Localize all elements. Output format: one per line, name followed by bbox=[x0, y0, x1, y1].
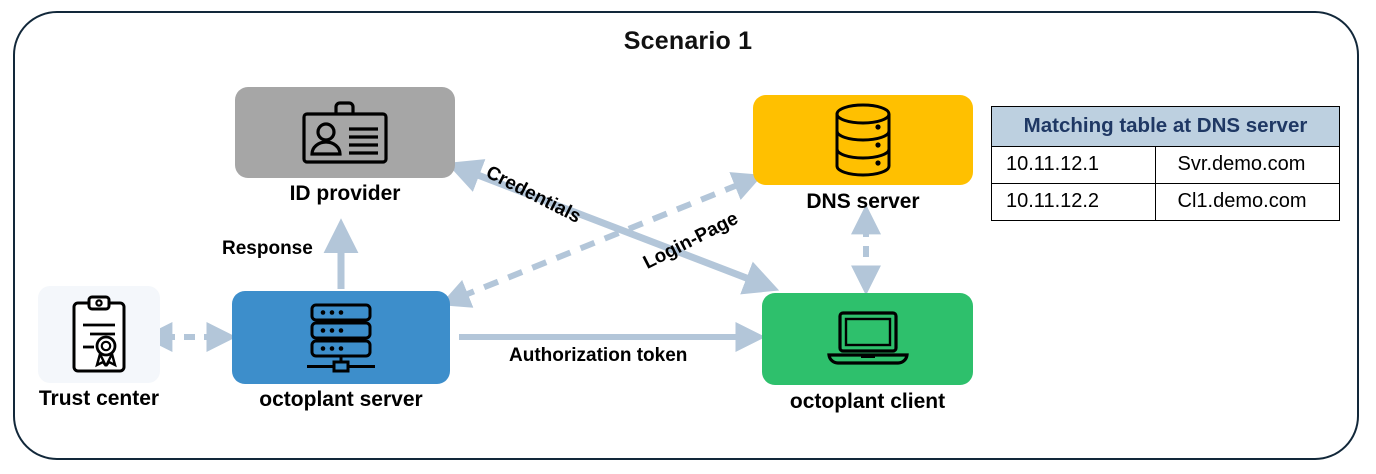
node-trust-center-label: Trust center bbox=[38, 387, 160, 410]
node-octoplant-server-label: octoplant server bbox=[259, 388, 423, 411]
table-header-row: Matching table at DNS server bbox=[991, 106, 1340, 147]
laptop-icon bbox=[826, 311, 909, 365]
node-id-provider-label: ID provider bbox=[289, 182, 401, 205]
matching-table-header: Matching table at DNS server bbox=[991, 106, 1340, 147]
database-cylinder-icon bbox=[835, 103, 891, 177]
node-dns-server-box bbox=[753, 95, 973, 185]
server-rack-icon bbox=[307, 303, 375, 372]
matching-table: Matching table at DNS server 10.11.12.1 … bbox=[991, 106, 1341, 221]
edge-label-authorization-token: Authorization token bbox=[509, 345, 688, 366]
node-octoplant-client[interactable]: octoplant client bbox=[762, 293, 973, 413]
node-octoplant-server-box bbox=[232, 291, 450, 384]
node-octoplant-server[interactable]: octoplant server bbox=[232, 291, 450, 411]
table-row: 10.11.12.2 Cl1.demo.com bbox=[991, 183, 1341, 221]
node-trust-center[interactable]: Trust center bbox=[38, 286, 160, 410]
table-cell-ip: 10.11.12.2 bbox=[991, 183, 1156, 221]
page-title: Scenario 1 bbox=[623, 27, 753, 55]
edge-label-response: Response bbox=[222, 238, 313, 259]
table-row: 10.11.12.1 Svr.demo.com bbox=[991, 146, 1341, 184]
diagram-outer-frame bbox=[13, 11, 1359, 460]
edge-login-page-arrow bbox=[439, 172, 763, 308]
node-id-provider[interactable]: ID provider bbox=[235, 87, 455, 205]
node-octoplant-client-label: octoplant client bbox=[789, 390, 946, 413]
certificate-clipboard-icon bbox=[72, 295, 126, 372]
node-octoplant-client-box bbox=[762, 293, 973, 385]
table-cell-host: Cl1.demo.com bbox=[1154, 183, 1341, 221]
table-cell-ip: 10.11.12.1 bbox=[991, 146, 1156, 184]
node-dns-server-label: DNS server bbox=[806, 190, 920, 213]
node-id-provider-box bbox=[235, 87, 455, 178]
id-badge-icon bbox=[302, 100, 388, 164]
node-trust-center-box bbox=[38, 286, 160, 383]
node-dns-server[interactable]: DNS server bbox=[753, 95, 973, 213]
table-cell-host: Svr.demo.com bbox=[1154, 146, 1341, 184]
